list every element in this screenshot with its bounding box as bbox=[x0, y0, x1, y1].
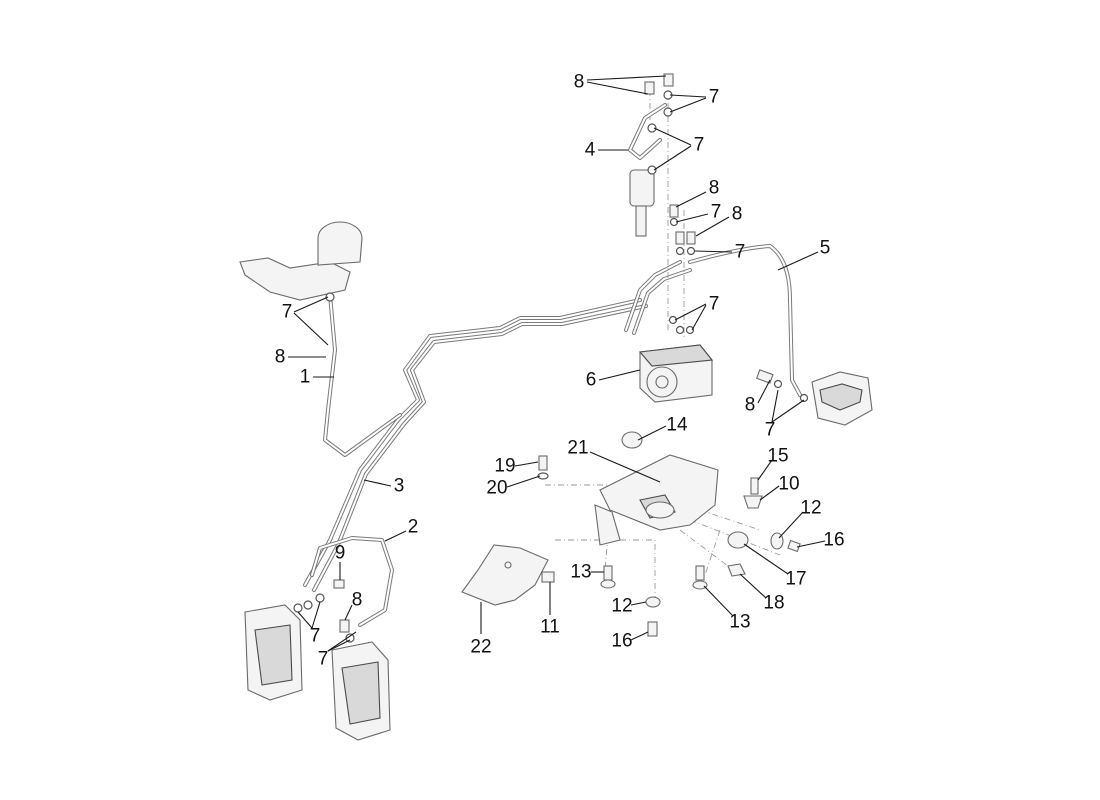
callout-label: 2 bbox=[407, 516, 419, 538]
bracket-cover bbox=[461, 544, 555, 606]
front-master-cylinder bbox=[239, 221, 363, 302]
abs-modulator bbox=[638, 344, 714, 403]
front-caliper-left bbox=[244, 604, 303, 701]
callout-label: 8 bbox=[573, 71, 585, 93]
callout-label: 19 bbox=[494, 455, 516, 477]
callout-label: 7 bbox=[734, 241, 746, 263]
callout-label: 9 bbox=[334, 542, 346, 564]
callout-label: 3 bbox=[393, 475, 405, 497]
brake-lines bbox=[303, 103, 802, 627]
rear-master-cylinder bbox=[629, 73, 674, 237]
callout-label: 18 bbox=[763, 592, 785, 614]
callout-label: 7 bbox=[317, 648, 329, 670]
callout-label: 12 bbox=[800, 497, 822, 519]
callout-label: 15 bbox=[767, 445, 789, 467]
callout-label: 8 bbox=[731, 203, 743, 225]
callout-label: 10 bbox=[778, 473, 800, 495]
callout-label: 7 bbox=[693, 134, 705, 156]
callout-label: 14 bbox=[666, 414, 688, 436]
abs-fittings bbox=[668, 204, 696, 335]
callout-label: 8 bbox=[274, 346, 286, 368]
callout-label: 16 bbox=[823, 529, 845, 551]
callout-label: 12 bbox=[611, 595, 633, 617]
callout-label: 1 bbox=[299, 366, 311, 388]
callout-label: 8 bbox=[351, 589, 363, 611]
callout-label: 4 bbox=[584, 139, 596, 161]
rear-caliper bbox=[756, 369, 873, 426]
callout-label: 17 bbox=[785, 568, 807, 590]
callout-label: 21 bbox=[567, 437, 589, 459]
abs-support-bracket bbox=[594, 454, 719, 546]
callout-label: 16 bbox=[611, 630, 633, 652]
front-caliper-right bbox=[331, 641, 391, 741]
callout-label: 7 bbox=[764, 419, 776, 441]
callout-label: 7 bbox=[309, 625, 321, 647]
callout-label: 8 bbox=[744, 394, 756, 416]
bracket-hardware bbox=[537, 431, 801, 637]
callout-label: 13 bbox=[570, 561, 592, 583]
callout-label: 7 bbox=[708, 86, 720, 108]
callout-label: 7 bbox=[708, 293, 720, 315]
callout-label: 13 bbox=[729, 611, 751, 633]
callout-label: 7 bbox=[281, 301, 293, 323]
callout-label: 6 bbox=[585, 369, 597, 391]
callout-label: 8 bbox=[708, 177, 720, 199]
leader-lines bbox=[288, 75, 826, 652]
front-fittings bbox=[293, 579, 355, 643]
callout-label: 11 bbox=[540, 616, 560, 638]
callout-label: 7 bbox=[710, 201, 722, 223]
callout-label: 20 bbox=[486, 477, 508, 499]
callout-label: 22 bbox=[470, 636, 492, 658]
callout-label: 5 bbox=[819, 237, 831, 259]
